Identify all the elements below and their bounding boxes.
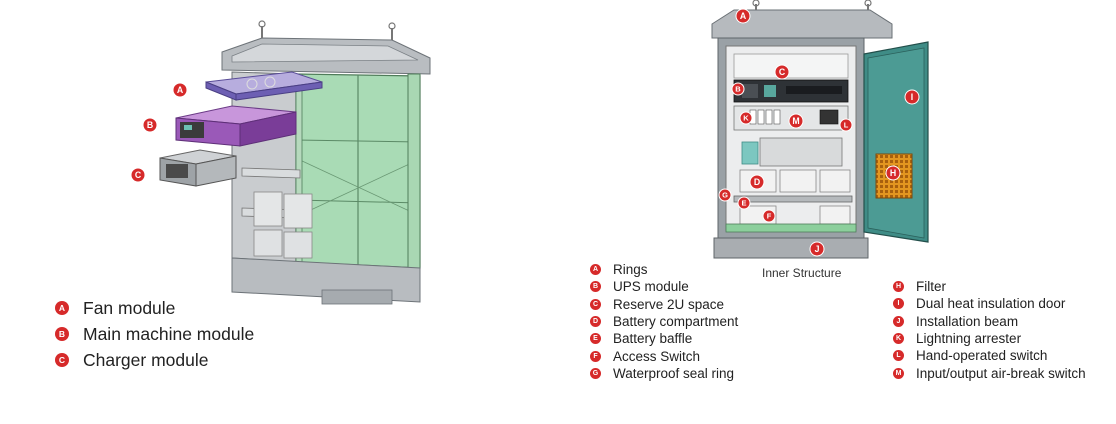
legend-item-a: A Fan module <box>55 295 254 321</box>
legend-item-f: F Access Switch <box>590 347 738 364</box>
marker-letter: L <box>844 121 849 130</box>
legend-label: Battery compartment <box>613 314 739 330</box>
marker-letter: K <box>743 114 749 123</box>
legend-item-c: C Charger module <box>55 347 254 373</box>
right-marker-j: J <box>809 241 825 257</box>
right-marker-h: H <box>885 165 901 181</box>
legend-label: Hand-operated switch <box>916 348 1048 364</box>
marker-letter: A <box>740 11 747 21</box>
legend-item-e: E Battery baffle <box>590 330 738 347</box>
inner-structure-caption: Inner Structure <box>762 266 842 280</box>
marker-letter: C <box>779 67 786 77</box>
right-cabinet-figure <box>711 0 929 259</box>
marker-letter: E <box>741 199 746 208</box>
main-module-drawing <box>175 105 297 147</box>
marker-badge-icon: M <box>893 367 904 379</box>
marker-badge-icon: F <box>590 350 601 362</box>
legend-label: Dual heat insulation door <box>916 296 1066 312</box>
installation-beam <box>713 237 869 259</box>
legend-label: UPS module <box>613 279 689 295</box>
legend-label: Main machine module <box>83 323 255 344</box>
legend-item-k: K Lightning arrester <box>893 330 1086 347</box>
right-marker-k: K <box>739 111 753 125</box>
marker-letter: H <box>890 168 896 178</box>
legend-item-a: A Rings <box>590 261 738 278</box>
marker-letter: F <box>767 212 772 221</box>
legend-item-b: B UPS module <box>590 278 738 295</box>
marker-letter: A <box>177 85 184 95</box>
right-marker-a: A <box>735 8 751 24</box>
marker-badge-icon: I <box>893 298 904 310</box>
marker-badge-icon: E <box>590 333 601 345</box>
legend-item-b: B Main machine module <box>55 321 254 347</box>
legend-item-m: M Input/output air-break switch <box>893 364 1086 381</box>
legend-label: Reserve 2U space <box>613 296 725 312</box>
marker-badge-icon: C <box>55 353 69 367</box>
legend-label: Lightning arrester <box>916 331 1022 347</box>
marker-badge-icon: A <box>55 301 69 315</box>
right-marker-i: I <box>904 89 920 105</box>
legend-label: Waterproof seal ring <box>613 365 735 381</box>
marker-letter: J <box>815 244 820 254</box>
marker-layer: A B C A B C D E F G H I J K L M <box>130 8 920 257</box>
legend-item-c: C Reserve 2U space <box>590 296 738 313</box>
marker-badge-icon: L <box>893 350 904 362</box>
right-marker-e: E <box>737 196 751 210</box>
inner-roof <box>711 9 893 39</box>
left-marker-a: A <box>172 82 188 98</box>
legend-label: Fan module <box>83 297 176 318</box>
legend-label: Battery baffle <box>613 331 693 347</box>
marker-letter: B <box>147 120 153 130</box>
legend-item-g: G Waterproof seal ring <box>590 365 738 382</box>
right-marker-l: L <box>839 118 853 132</box>
legend-label: Filter <box>916 279 946 295</box>
legend-label: Rings <box>613 262 648 278</box>
left-marker-c: C <box>130 167 146 183</box>
marker-letter: C <box>135 170 142 180</box>
marker-letter: D <box>754 177 760 187</box>
marker-letter: B <box>735 85 741 94</box>
legend-label: Charger module <box>83 349 209 370</box>
right-marker-g: G <box>718 188 732 202</box>
legend-item-h: H Filter <box>893 278 1086 295</box>
right-marker-b: B <box>731 82 745 96</box>
fan-module-drawing <box>205 71 323 101</box>
marker-letter: G <box>722 191 728 200</box>
legend-item-j: J Installation beam <box>893 313 1086 330</box>
charger-module-drawing <box>159 149 237 187</box>
marker-letter: M <box>792 116 799 126</box>
legend-item-i: I Dual heat insulation door <box>893 295 1086 312</box>
marker-badge-icon: D <box>590 316 601 328</box>
marker-badge-icon: A <box>590 264 601 276</box>
legend-item-d: D Battery compartment <box>590 313 738 330</box>
marker-badge-icon: C <box>590 298 601 310</box>
marker-badge-icon: G <box>590 367 601 379</box>
legend-label: Access Switch <box>613 348 701 364</box>
legend-label: Installation beam <box>916 313 1019 329</box>
marker-badge-icon: B <box>55 327 69 341</box>
marker-badge-icon: J <box>893 315 904 327</box>
left-cabinet-figure <box>159 20 431 305</box>
right-marker-c: C <box>774 64 790 80</box>
left-marker-b: B <box>142 117 158 133</box>
marker-badge-icon: K <box>893 333 904 345</box>
right-marker-m: M <box>788 113 804 129</box>
legend-item-l: L Hand-operated switch <box>893 347 1086 364</box>
marker-badge-icon: H <box>893 281 904 293</box>
right-marker-d: D <box>749 174 765 190</box>
marker-letter: I <box>911 92 913 102</box>
marker-badge-icon: B <box>590 281 601 293</box>
right-marker-f: F <box>762 209 776 223</box>
filter-grille <box>875 153 913 199</box>
legend-label: Input/output air-break switch <box>916 365 1086 381</box>
